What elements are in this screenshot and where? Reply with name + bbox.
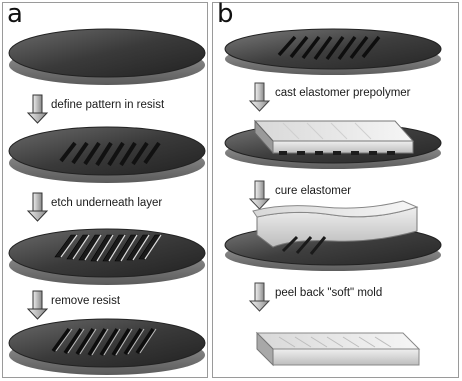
master-disk <box>225 29 441 75</box>
step-arrow-b3 <box>250 283 269 311</box>
step-label-peel-mold: peel back "soft" mold <box>275 287 382 299</box>
disk-plain <box>9 29 205 85</box>
disk-with-prepolymer <box>225 121 441 169</box>
step-label-define-pattern: define pattern in resist <box>51 99 164 111</box>
disk-with-cured-elastomer <box>225 201 441 271</box>
panel-a: a <box>2 2 208 378</box>
disk-final <box>9 319 205 375</box>
step-label-cast-prepolymer: cast elastomer prepolymer <box>275 87 411 99</box>
panel-b: b <box>212 2 459 378</box>
step-arrow-b1 <box>250 83 269 111</box>
panel-a-artwork <box>3 3 209 379</box>
disk-resist-pattern <box>9 127 205 183</box>
step-arrow-3 <box>28 291 47 319</box>
step-label-etch: etch underneath layer <box>51 197 162 209</box>
step-arrow-b2 <box>250 181 269 209</box>
step-arrow-2 <box>28 193 47 221</box>
soft-mold <box>257 333 419 365</box>
step-label-cure-elastomer: cure elastomer <box>275 185 351 197</box>
step-arrow-1 <box>28 95 47 123</box>
step-label-remove-resist: remove resist <box>51 295 120 307</box>
disk-etched <box>9 229 205 285</box>
